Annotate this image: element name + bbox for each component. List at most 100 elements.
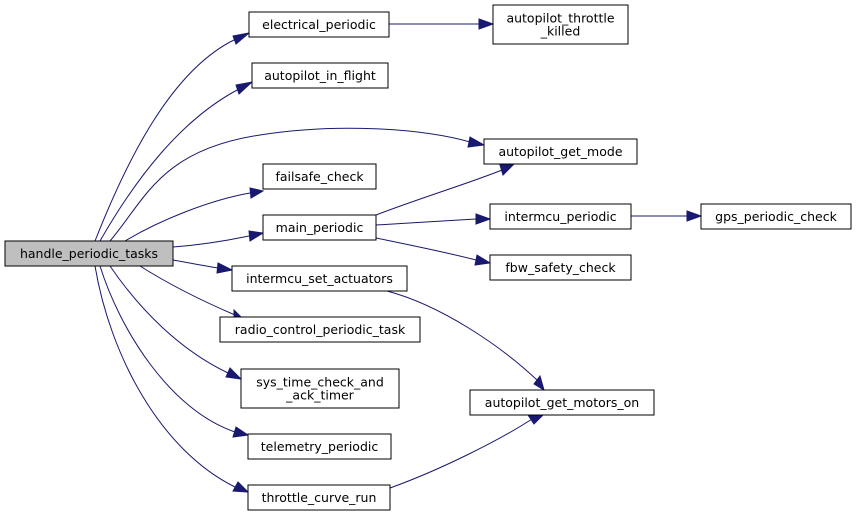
arrowhead-icon <box>232 481 250 493</box>
edge-handle_periodic_tasks-to-electrical_periodic <box>94 32 251 242</box>
node-box <box>262 163 377 190</box>
arrowhead-icon <box>225 367 243 380</box>
node-box <box>469 389 655 416</box>
node-label: intermcu_set_actuators <box>246 271 393 286</box>
node-box <box>240 368 400 409</box>
node-intermcu_periodic[interactable]: intermcu_periodic <box>489 203 632 230</box>
node-label: _ack_timer <box>285 388 355 403</box>
node-label: _killed <box>540 24 581 39</box>
node-box <box>219 316 421 343</box>
edge-line <box>94 265 236 488</box>
node-box <box>492 4 629 45</box>
arrowhead-icon <box>216 262 234 274</box>
node-handle_periodic_tasks[interactable]: handle_periodic_tasks <box>4 240 174 267</box>
node-failsafe_check[interactable]: failsafe_check <box>262 163 377 190</box>
edges-layer <box>94 18 703 493</box>
arrowhead-icon <box>467 136 486 148</box>
node-autopilot_throttle_killed[interactable]: autopilot_throttle_killed <box>492 4 629 45</box>
edge-electrical_periodic-to-autopilot_throttle_killed <box>389 18 495 30</box>
edge-main_periodic-to-autopilot_get_mode <box>375 163 516 216</box>
arrowhead-icon <box>475 213 492 225</box>
node-label: gps_periodic_check <box>715 209 837 224</box>
node-label: throttle_curve_run <box>262 490 377 505</box>
edge-line <box>99 88 240 242</box>
node-box <box>700 203 852 230</box>
arrowhead-icon <box>474 254 492 266</box>
edge-handle_periodic_tasks-to-telemetry_periodic <box>99 265 250 438</box>
edge-line <box>386 290 538 381</box>
node-radio_control_periodic_task[interactable]: radio_control_periodic_task <box>219 316 421 343</box>
node-label: autopilot_throttle <box>506 11 614 26</box>
edge-line <box>375 169 503 216</box>
node-electrical_periodic[interactable]: electrical_periodic <box>248 11 390 38</box>
arrowhead-icon <box>533 374 545 392</box>
arrowhead-icon <box>686 210 703 222</box>
node-label: autopilot_get_motors_on <box>485 395 639 410</box>
edge-throttle_curve_run-to-autopilot_get_motors_on <box>389 414 545 489</box>
node-gps_periodic_check[interactable]: gps_periodic_check <box>700 203 852 230</box>
node-label: electrical_periodic <box>262 17 376 32</box>
node-label: radio_control_periodic_task <box>235 322 406 337</box>
node-main_periodic[interactable]: main_periodic <box>262 214 377 241</box>
arrowhead-icon <box>527 414 545 425</box>
node-telemetry_periodic[interactable]: telemetry_periodic <box>247 433 392 460</box>
node-fbw_safety_check[interactable]: fbw_safety_check <box>489 254 632 281</box>
node-box <box>248 11 390 38</box>
edge-line <box>99 265 236 433</box>
node-label: sys_time_check_and <box>256 375 384 390</box>
edge-handle_periodic_tasks-to-radio_control_periodic_task <box>139 265 245 321</box>
edge-handle_periodic_tasks-to-throttle_curve_run <box>94 265 250 493</box>
edge-main_periodic-to-intermcu_periodic <box>375 213 492 226</box>
edge-intermcu_periodic-to-gps_periodic_check <box>630 210 703 222</box>
edge-line <box>375 218 477 226</box>
edge-handle_periodic_tasks-to-autopilot_in_flight <box>99 81 254 242</box>
edge-intermcu_set_actuators-to-autopilot_get_motors_on <box>386 290 545 392</box>
edge-handle_periodic_tasks-to-intermcu_set_actuators <box>172 259 234 274</box>
edge-line <box>124 192 251 242</box>
edge-handle_periodic_tasks-to-main_periodic <box>172 230 265 248</box>
node-autopilot_in_flight[interactable]: autopilot_in_flight <box>251 62 389 89</box>
arrowhead-icon <box>499 163 516 176</box>
node-label: failsafe_check <box>275 169 364 184</box>
node-label: autopilot_get_mode <box>498 144 622 159</box>
edge-line <box>389 418 533 489</box>
edge-main_periodic-to-fbw_safety_check <box>375 237 492 266</box>
node-box <box>247 433 392 460</box>
edge-line <box>109 265 229 374</box>
edge-line <box>109 127 471 242</box>
node-label: handle_periodic_tasks <box>20 246 158 261</box>
arrowhead-icon <box>249 187 265 199</box>
arrowhead-icon <box>232 426 250 438</box>
edge-line <box>172 235 250 248</box>
node-throttle_curve_run[interactable]: throttle_curve_run <box>247 484 391 511</box>
node-label: main_periodic <box>276 220 364 235</box>
edge-line <box>375 237 477 261</box>
arrowhead-icon <box>478 18 495 30</box>
edge-line <box>94 38 237 242</box>
edge-handle_periodic_tasks-to-sys_time_check_and_ack_timer <box>109 265 243 380</box>
node-box <box>231 265 408 292</box>
node-label: telemetry_periodic <box>261 439 379 454</box>
arrowhead-icon <box>248 230 265 242</box>
edge-handle_periodic_tasks-to-autopilot_get_mode <box>109 127 486 242</box>
node-box <box>489 203 632 230</box>
nodes-layer: handle_periodic_tasks electrical_periodic… <box>4 4 852 511</box>
node-box <box>262 214 377 241</box>
node-box <box>4 240 174 267</box>
edge-line <box>172 259 219 269</box>
node-intermcu_set_actuators[interactable]: intermcu_set_actuators <box>231 265 408 292</box>
node-label: fbw_safety_check <box>505 260 616 275</box>
node-sys_time_check_and_ack_timer[interactable]: sys_time_check_and_ack_timer <box>240 368 400 409</box>
edge-line <box>139 265 236 316</box>
node-label: intermcu_periodic <box>504 209 616 224</box>
node-box <box>251 62 389 89</box>
node-autopilot_get_motors_on[interactable]: autopilot_get_motors_on <box>469 389 655 416</box>
node-box <box>489 254 632 281</box>
node-box <box>247 484 391 511</box>
node-label: autopilot_in_flight <box>264 68 376 83</box>
node-autopilot_get_mode[interactable]: autopilot_get_mode <box>483 138 638 165</box>
arrowhead-icon <box>235 81 254 95</box>
arrowhead-icon <box>232 32 251 45</box>
node-box <box>483 138 638 165</box>
